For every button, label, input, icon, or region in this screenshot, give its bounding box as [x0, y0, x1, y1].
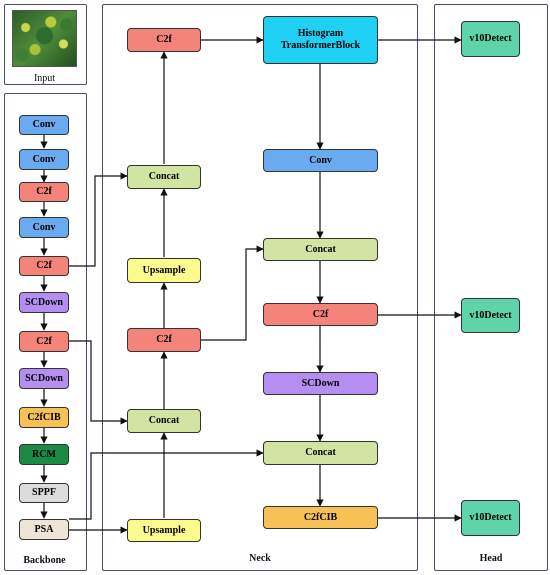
neck-conv: Conv: [263, 149, 378, 172]
neck-upsample-a: Upsample: [127, 258, 201, 283]
neck-c2f-top: C2f: [127, 28, 201, 52]
head-panel: [434, 4, 548, 571]
backbone-c2fcib: C2fCIB: [19, 407, 69, 428]
htb-line-2: TransformerBlock: [280, 40, 361, 51]
neck-scdown: SCDown: [263, 372, 378, 395]
neck-c2fcib: C2fCIB: [263, 506, 378, 529]
neck-c2f-right: C2f: [263, 303, 378, 326]
backbone-c2f-3: C2f: [19, 331, 69, 352]
backbone-psa: PSA: [19, 519, 69, 540]
neck-upsample-b: Upsample: [127, 519, 201, 542]
input-panel: Input: [4, 4, 87, 85]
head-v10detect-3: v10Detect: [461, 500, 520, 536]
head-label: Head: [479, 553, 503, 564]
neck-concat-b: Concat: [127, 409, 201, 433]
backbone-scdown-2: SCDown: [19, 368, 69, 389]
input-image: [12, 10, 77, 67]
neck-label: Neck: [249, 553, 271, 564]
neck-concat-d: Concat: [263, 441, 378, 465]
neck-concat-c: Concat: [263, 238, 378, 261]
head-v10detect-1: v10Detect: [461, 21, 520, 57]
neck-histogram-transformer-block: Histogram TransformerBlock: [263, 16, 378, 64]
backbone-scdown-1: SCDown: [19, 292, 69, 313]
head-v10detect-2: v10Detect: [461, 298, 520, 333]
backbone-c2f-1: C2f: [19, 182, 69, 202]
htb-line-1: Histogram: [297, 28, 344, 39]
backbone-rcm: RCM: [19, 444, 69, 465]
backbone-sppf: SPPF: [19, 483, 69, 503]
neck-panel: [102, 4, 418, 571]
backbone-conv-2: Conv: [19, 149, 69, 170]
input-label: Input: [33, 73, 56, 84]
backbone-conv-1: Conv: [19, 115, 69, 135]
neck-concat-a: Concat: [127, 165, 201, 189]
backbone-c2f-2: C2f: [19, 256, 69, 276]
neck-c2f-mid: C2f: [127, 328, 201, 352]
backbone-label: Backbone: [23, 555, 66, 566]
backbone-conv-3: Conv: [19, 217, 69, 238]
